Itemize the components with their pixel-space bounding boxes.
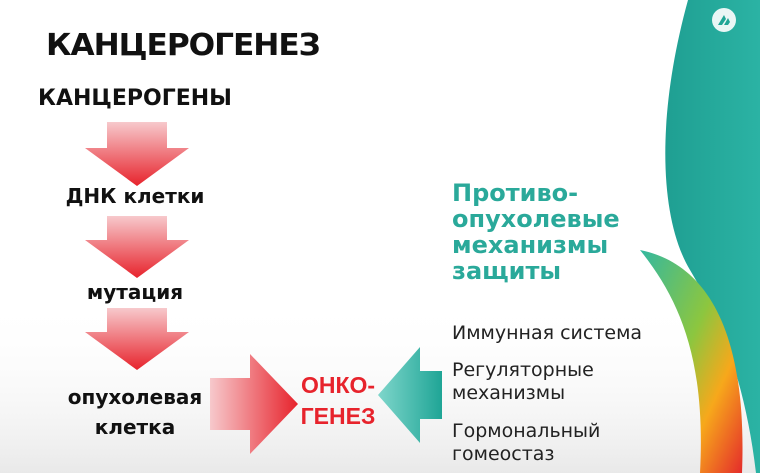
mechanism-hormonal: Гормональный гомеостаз — [452, 420, 682, 466]
step-tumor-cell-line2: клетка — [94, 415, 176, 439]
page-title: КАНЦЕРОГЕНЕЗ — [46, 28, 321, 63]
circle-logo-icon — [712, 8, 736, 32]
defense-heading: Противо- опухолевые механизмы защиты — [452, 180, 652, 284]
arrow-right-red — [210, 354, 298, 454]
step-carcinogens: КАНЦЕРОГЕНЫ — [38, 86, 232, 111]
defense-heading-line: опухолевые — [452, 205, 620, 233]
mechanism-immune: Иммунная система — [452, 322, 682, 345]
mechanism-regulatory-line2: механизмы — [452, 382, 566, 404]
oncogenesis-label: ОНКО- ГЕНЕЗ — [292, 370, 384, 432]
step-tumor-cell-line1: опухолевая — [67, 385, 203, 409]
defense-heading-line: механизмы — [452, 231, 609, 259]
mechanism-regulatory-line1: Регуляторные — [452, 359, 594, 381]
step-tumor-cell: опухолевая клетка — [60, 382, 210, 442]
defense-heading-line: Противо- — [452, 179, 579, 207]
mechanism-regulatory: Регуляторные механизмы — [452, 359, 682, 405]
mechanism-hormonal-line1: Гормональный — [452, 420, 601, 442]
oncogenesis-line1: ОНКО- — [300, 372, 376, 398]
step-dna: ДНК клетки — [65, 184, 205, 208]
step-mutation: мутация — [86, 280, 184, 304]
arrow-down-3 — [85, 308, 189, 370]
arrow-down-2 — [85, 216, 189, 278]
mechanism-immune-text: Иммунная система — [452, 322, 643, 344]
mechanism-hormonal-line2: гомеостаз — [452, 443, 555, 465]
defense-heading-line: защиты — [452, 257, 562, 285]
oncogenesis-line2: ГЕНЕЗ — [300, 403, 376, 429]
arrow-left-teal — [378, 347, 442, 443]
arrow-down-1 — [85, 122, 189, 186]
